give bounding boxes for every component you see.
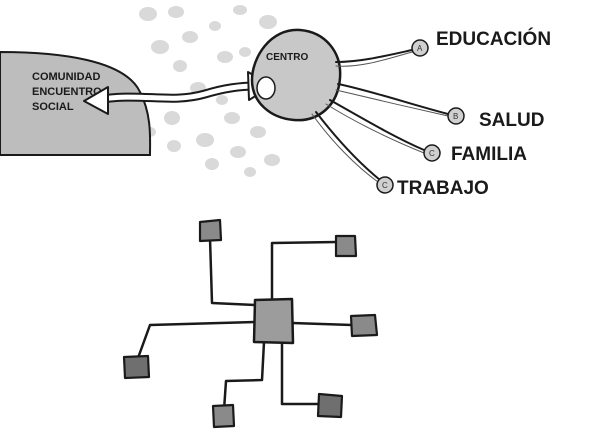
network-node-top-left bbox=[198, 218, 223, 243]
network-node-left bbox=[122, 354, 151, 380]
branch-badge: B bbox=[453, 112, 458, 121]
community-label-line3: SOCIAL bbox=[32, 101, 74, 113]
branch-badge: C bbox=[382, 181, 388, 190]
community-label-line2: ENCUENTRO bbox=[32, 86, 102, 98]
network-node-bottom-right bbox=[316, 392, 344, 419]
branch-trabajo: C TRABAJO bbox=[376, 176, 489, 199]
arrow-head-left-icon bbox=[83, 86, 109, 115]
community-shape bbox=[0, 50, 152, 156]
community-label-line1: COMUNIDAD bbox=[32, 71, 100, 83]
branch-label-educacion: EDUCACIÓN bbox=[436, 28, 551, 50]
network-connectors bbox=[136, 236, 354, 412]
branch-familia: C FAMILIA bbox=[423, 144, 527, 165]
bottom-diagram bbox=[122, 218, 379, 429]
branch-salud: B SALUD bbox=[447, 107, 544, 131]
badge-c-icon bbox=[376, 176, 394, 194]
branch-badge: A bbox=[417, 44, 423, 53]
top-diagram: COMUNIDAD ENCUENTRO SOCIAL CENTRO bbox=[0, 5, 551, 199]
branch-lines bbox=[311, 49, 449, 183]
network-node-right bbox=[349, 313, 379, 338]
network-hub bbox=[252, 297, 295, 345]
network-node-bottom-left bbox=[211, 403, 236, 429]
branch-educacion: A EDUCACIÓN bbox=[411, 28, 551, 57]
scattered-dots bbox=[139, 5, 280, 177]
badge-a-icon bbox=[411, 39, 429, 57]
badge-b-icon bbox=[447, 107, 465, 125]
centro-node: CENTRO bbox=[250, 28, 342, 122]
network-node-top-right bbox=[334, 234, 358, 258]
branch-label-salud: SALUD bbox=[479, 110, 544, 131]
badge-c-icon bbox=[423, 144, 441, 162]
centro-label: CENTRO bbox=[266, 52, 308, 63]
branch-label-trabajo: TRABAJO bbox=[397, 178, 489, 199]
branch-label-familia: FAMILIA bbox=[451, 144, 527, 165]
branch-badge: C bbox=[429, 149, 435, 158]
